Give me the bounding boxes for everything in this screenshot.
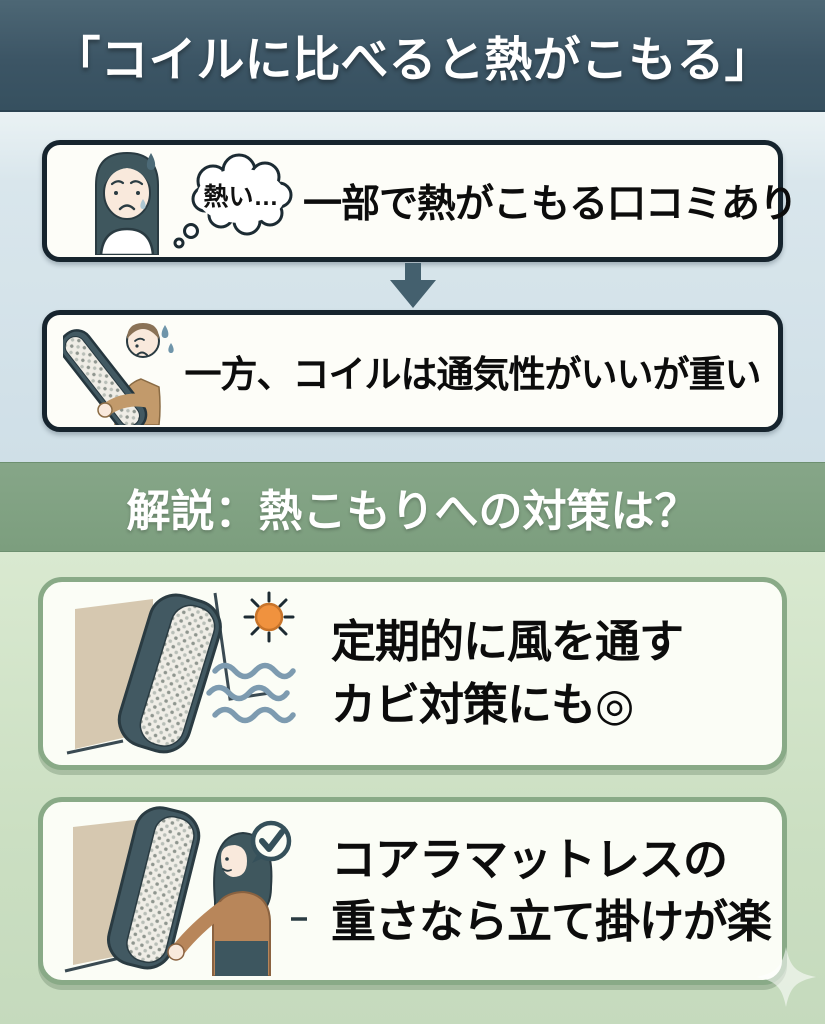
- koala-tip-line1: コアラマットレスの: [331, 833, 728, 885]
- coil-claim-text: 一方、コイルは通気性がいいが重い: [184, 354, 762, 395]
- airing-tip-text: 定期的に風を通す カビ対策にも◎: [313, 611, 770, 735]
- down-arrow-icon: [389, 263, 436, 308]
- koala-tip-box: コアラマットレスの 重さなら立て掛けが楽: [38, 797, 787, 985]
- tips-section: 定期的に風を通す カビ対策にも◎: [0, 552, 825, 1024]
- airing-tip-line1: 定期的に風を通す: [331, 616, 684, 668]
- sun-icon: [243, 591, 295, 643]
- coil-claim-box: 一方、コイルは通気性がいいが重い: [42, 310, 783, 432]
- poster-title: 「コイルに比べると熱がこもる」: [52, 34, 773, 87]
- woman-leaning-mattress-illustration: [63, 801, 313, 981]
- review-claim-text: 一部で熱がこもる口コミあり: [303, 183, 798, 226]
- sparkle-icon: [756, 947, 816, 1007]
- mattress-icon: [107, 806, 201, 970]
- review-claim-box: 熱い… 一部で熱がこもる口コミあり: [42, 140, 798, 262]
- claim-section: 熱い… 一部で熱がこもる口コミあり: [0, 112, 825, 462]
- airing-tip-box: 定期的に風を通す カビ対策にも◎: [38, 577, 787, 770]
- explanation-title: 解説：熱こもりへの対策は？: [126, 487, 699, 536]
- explanation-band: 解説：熱こもりへの対策は？: [0, 462, 825, 552]
- airing-tip-line2: カビ対策にも◎: [331, 678, 634, 730]
- checkmark-bubble-icon: [250, 820, 292, 863]
- thought-bubble-text: 熱い…: [203, 183, 278, 211]
- person-carrying-mattress-illustration: [59, 313, 181, 432]
- arrow-row: [42, 262, 783, 310]
- koala-tip-line2: 重さなら立て掛けが楽: [331, 896, 772, 947]
- mattress-icon: [117, 593, 222, 754]
- sweating-woman-illustration: 熱い…: [63, 143, 303, 260]
- header-banner: 「コイルに比べると熱がこもる」: [0, 0, 825, 112]
- wind-waves-icon: [206, 662, 296, 724]
- mattress-airing-illustration: [63, 581, 313, 766]
- koala-tip-text: コアラマットレスの 重さなら立て掛けが楽: [313, 829, 772, 953]
